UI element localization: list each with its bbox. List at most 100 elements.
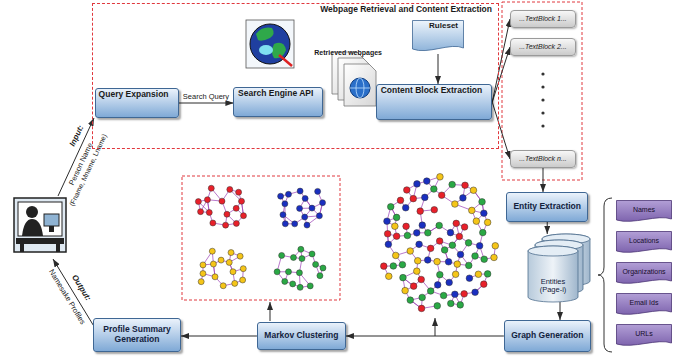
graph-vertex <box>437 174 444 181</box>
textblock-box: ...TextBlock 2... <box>510 38 576 56</box>
graph-vertex <box>419 294 426 301</box>
connector-arrow <box>492 102 510 159</box>
graph-vertex <box>313 261 319 267</box>
graph-vertex <box>302 195 308 201</box>
graph-vertex <box>413 268 420 275</box>
graph-vertex <box>278 193 284 199</box>
graph-vertex <box>280 212 286 218</box>
graph-vertex <box>452 201 459 208</box>
graph-vertex <box>309 251 315 257</box>
graph-vertex <box>230 269 236 275</box>
graph-vertex <box>434 258 441 265</box>
graph-vertex <box>469 207 476 214</box>
node-label: Webpage Retrieval and Content Extraction <box>320 5 492 15</box>
graph-vertex <box>479 229 486 236</box>
graph-vertex <box>479 199 486 206</box>
connector-arrow <box>547 222 548 234</box>
graph-vertex <box>410 283 417 290</box>
process-box: Markov Clustering <box>257 322 346 350</box>
graph-vertex <box>299 256 305 262</box>
graph-vertex <box>227 186 233 192</box>
entity-graph <box>380 174 498 312</box>
node-label: Content Block Extraction <box>378 86 486 96</box>
connector-arrow <box>543 168 544 192</box>
graph-vertex <box>422 194 429 201</box>
graph-vertex <box>404 232 411 239</box>
graph-vertex <box>238 198 244 204</box>
connector-arrow <box>179 103 234 104</box>
graph-vertex <box>233 220 239 226</box>
document-shape: Ruleset <box>412 20 464 54</box>
graph-vertex <box>476 242 483 249</box>
graph-vertex <box>210 220 216 226</box>
node-label: Organizations <box>622 268 665 276</box>
graph-vertex <box>457 251 464 258</box>
node-label: Entities (Page-i) <box>529 278 577 295</box>
graph-vertex <box>410 195 417 202</box>
graph-vertex <box>228 250 234 256</box>
graph-vertex <box>441 247 448 254</box>
graph-vertex <box>416 241 423 248</box>
graph-vertex <box>218 257 224 263</box>
graph-vertex <box>475 271 482 278</box>
graph-vertex <box>460 195 467 202</box>
graph-vertex <box>436 222 443 229</box>
graph-vertex <box>320 200 326 206</box>
graph-vertex <box>419 222 426 229</box>
node-label: URLs <box>635 330 653 338</box>
graph-vertex <box>232 280 238 286</box>
graph-vertex <box>226 259 232 265</box>
output-arrow <box>53 259 95 328</box>
graph-vertex <box>236 189 242 195</box>
graph-vertex <box>380 263 387 270</box>
graph-vertex <box>296 270 302 276</box>
graph-vertex <box>224 211 230 217</box>
graph-vertex <box>481 256 488 263</box>
graph-vertex <box>407 297 414 304</box>
graph-vertex <box>320 265 326 271</box>
process-box: Graph Generation <box>504 320 591 352</box>
entity-type-box: Names <box>616 200 672 224</box>
graph-vertex <box>212 274 218 280</box>
graph-vertex <box>437 271 444 278</box>
graph-vertex <box>447 300 454 307</box>
graph-vertex <box>208 185 214 191</box>
graph-vertex <box>297 188 303 194</box>
node-label: ...TextBlock n... <box>519 155 567 163</box>
connector-arrow <box>560 302 561 320</box>
graph-vertex <box>198 279 204 285</box>
graph-vertex <box>407 248 414 255</box>
graph-vertex <box>393 233 400 240</box>
graph-vertex <box>472 289 479 296</box>
graph-vertex <box>209 248 215 254</box>
graph-vertex <box>402 204 409 211</box>
entity-type-box: Organizations <box>616 262 672 286</box>
graph-vertex <box>461 224 468 231</box>
graph-vertex <box>282 221 288 227</box>
graph-vertex <box>390 263 397 270</box>
graph-vertex <box>200 262 206 268</box>
graph-vertex <box>440 292 447 299</box>
graph-vertex <box>385 273 392 280</box>
graph-vertex <box>418 276 425 283</box>
graph-vertex <box>316 213 322 219</box>
graph-vertex <box>315 188 321 194</box>
graph-arrow <box>435 318 436 336</box>
graph-vertex <box>414 181 421 188</box>
process-box: Profile Summary Generation <box>93 318 181 352</box>
graph-vertex <box>387 203 394 210</box>
graph-vertex <box>413 230 420 237</box>
connector-arrow <box>346 336 504 337</box>
connector-arrow <box>492 19 510 102</box>
node-label: ...TextBlock 2... <box>519 43 567 51</box>
graph-vertex <box>400 274 407 281</box>
cluster-graphs <box>195 185 326 290</box>
graph-vertex <box>285 269 291 275</box>
graph-vertex <box>434 282 441 289</box>
connector-arrow <box>492 47 510 102</box>
graph-vertex <box>204 197 210 203</box>
entity-type-box: URLs <box>616 324 672 348</box>
graph-vertex <box>434 303 441 310</box>
graph-vertex <box>492 242 499 249</box>
graph-vertex <box>447 229 454 236</box>
